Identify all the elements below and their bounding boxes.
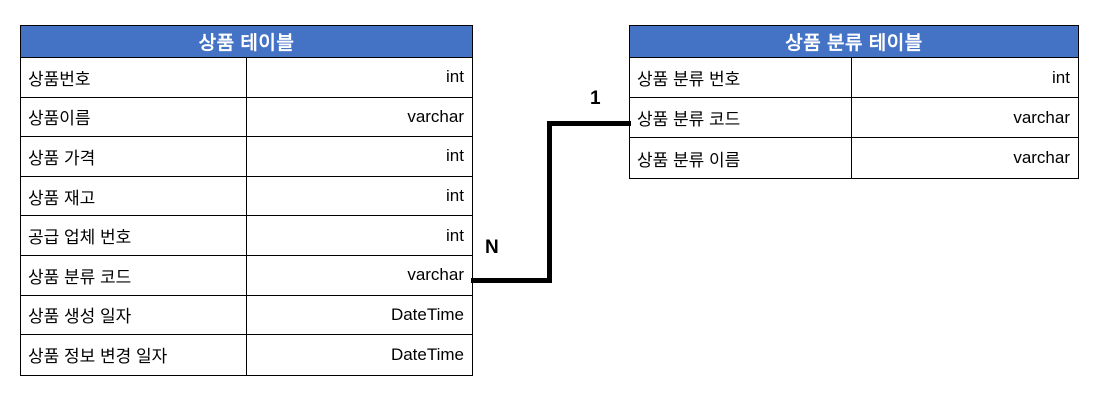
column-name: 상품 재고: [21, 176, 247, 216]
column-type: int: [446, 67, 464, 87]
column-name: 상품 생성 일자: [21, 295, 247, 335]
column-name: 상품이름: [21, 97, 247, 137]
entity-column-list-category: 상품 분류 번호 int 상품 분류 코드 varchar 상품 분류 이름 v…: [630, 58, 1078, 178]
column-name: 상품 분류 번호: [630, 58, 852, 97]
entity-column-list-product: 상품번호 int 상품이름 varchar 상품 가격 int 상품 재고 in…: [21, 58, 472, 375]
table-row[interactable]: 상품 분류 번호 int: [630, 58, 1078, 98]
column-type: varchar: [407, 106, 464, 126]
table-row-foreign-key[interactable]: 상품 분류 코드 varchar: [21, 255, 472, 296]
column-type: int: [446, 186, 464, 206]
column-name: 상품 가격: [21, 137, 247, 176]
column-name: 상품 정보 변경 일자: [21, 335, 247, 375]
entity-title-category: 상품 분류 테이블: [630, 26, 1078, 58]
column-name: 상품 분류 이름: [630, 138, 852, 178]
column-name: 상품번호: [21, 58, 247, 97]
column-type: DateTime: [390, 304, 464, 324]
column-name: 공급 업체 번호: [21, 216, 247, 255]
table-row[interactable]: 상품 가격 int: [21, 137, 472, 177]
column-type: varchar: [1013, 107, 1070, 127]
column-name: 상품 분류 코드: [630, 98, 852, 137]
relationship-line-segment-top: [547, 121, 631, 126]
relationship-line-segment-bottom: [471, 278, 552, 283]
table-row[interactable]: 공급 업체 번호 int: [21, 216, 472, 256]
column-type: int: [1052, 67, 1070, 87]
column-type: int: [446, 146, 464, 166]
column-type: DateTime: [390, 344, 464, 364]
table-row[interactable]: 상품이름 varchar: [21, 97, 472, 138]
table-row[interactable]: 상품 재고 int: [21, 176, 472, 217]
column-name: 상품 분류 코드: [21, 255, 247, 295]
cardinality-label-many: N: [485, 237, 499, 258]
entity-table-category[interactable]: 상품 분류 테이블 상품 분류 번호 int 상품 분류 코드 varchar …: [629, 25, 1079, 179]
column-type: int: [446, 225, 464, 245]
table-row[interactable]: 상품번호 int: [21, 58, 472, 98]
table-row[interactable]: 상품 분류 이름 varchar: [630, 138, 1078, 178]
table-row-primary-key[interactable]: 상품 분류 코드 varchar: [630, 98, 1078, 138]
entity-table-product[interactable]: 상품 테이블 상품번호 int 상품이름 varchar 상품 가격 int 상…: [20, 25, 473, 376]
entity-title-product: 상품 테이블: [21, 26, 472, 58]
column-type: varchar: [407, 265, 464, 285]
table-row[interactable]: 상품 정보 변경 일자 DateTime: [21, 335, 472, 375]
relationship-line-segment-vertical: [547, 121, 552, 283]
table-row[interactable]: 상품 생성 일자 DateTime: [21, 295, 472, 336]
cardinality-label-one: 1: [590, 88, 601, 109]
column-type: varchar: [1013, 148, 1070, 167]
